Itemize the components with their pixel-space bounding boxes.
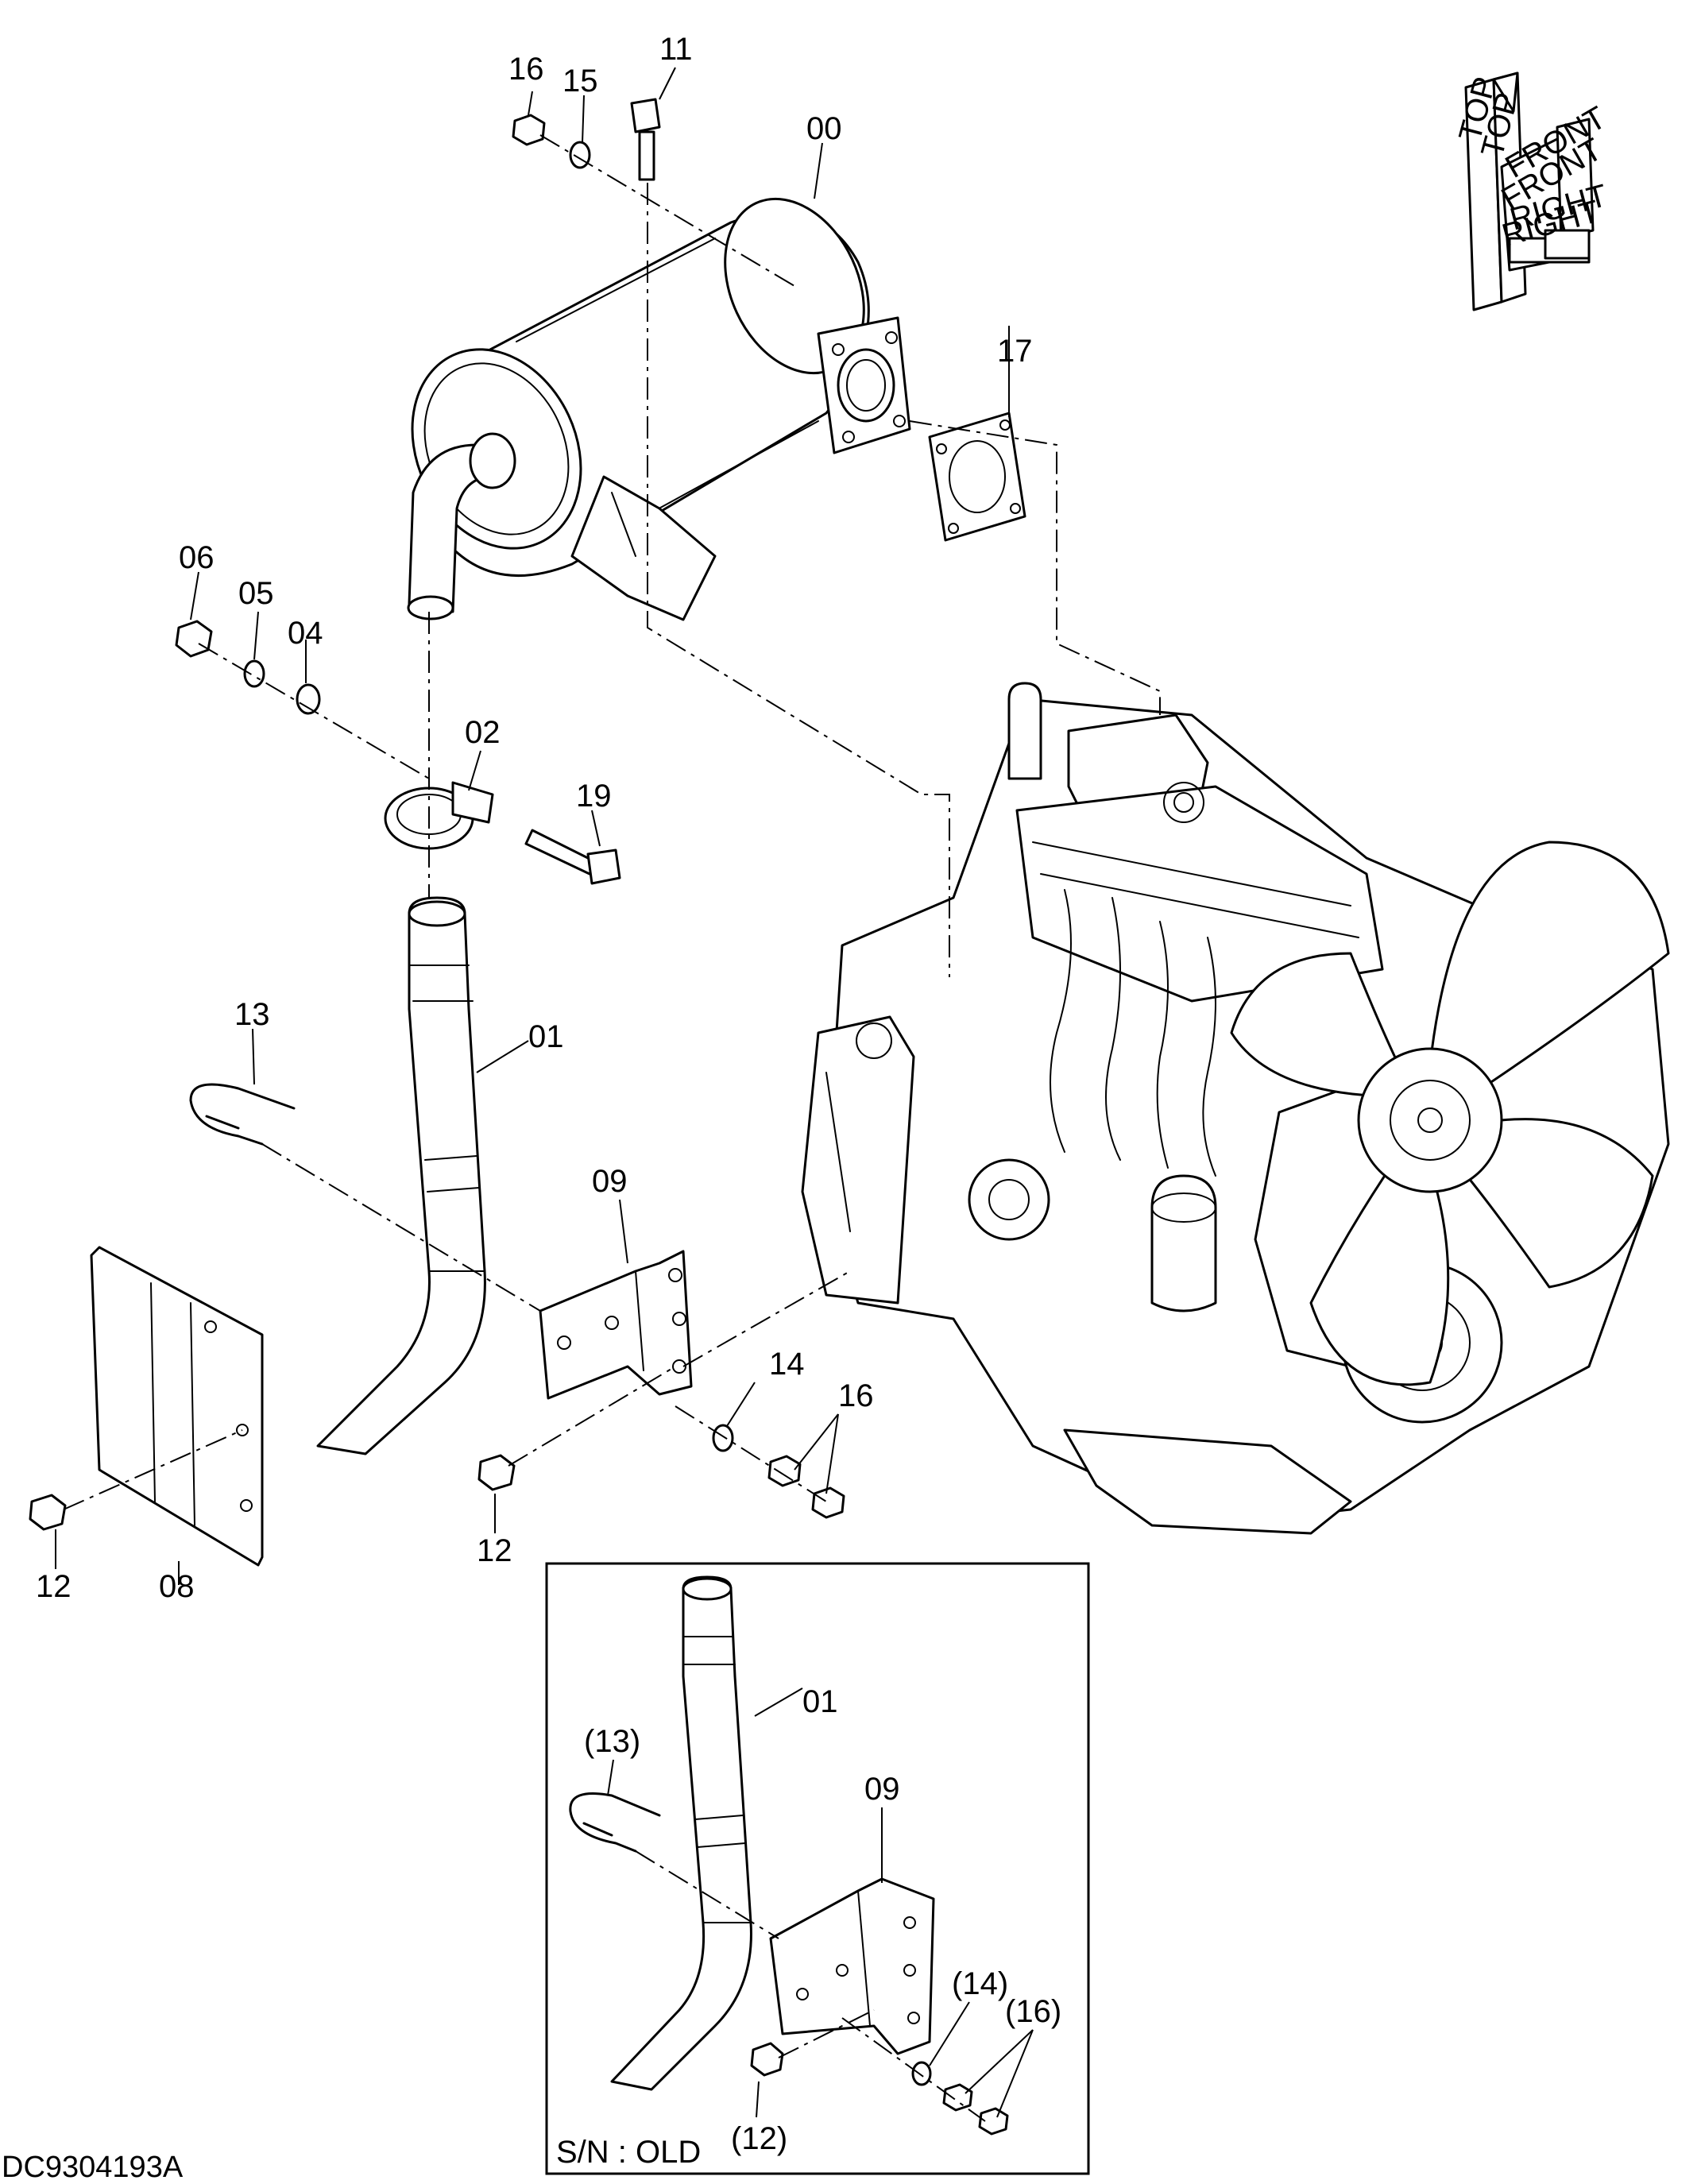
inset-callout-13: (13) bbox=[584, 1724, 640, 1759]
callout-12-main: 12 bbox=[477, 1533, 512, 1568]
bolt-19 bbox=[524, 829, 621, 885]
callout-00: 00 bbox=[806, 111, 842, 146]
centerline-nut-16-washer-15 bbox=[539, 134, 795, 287]
clamp-02 bbox=[384, 781, 494, 850]
nut-06 bbox=[175, 620, 213, 658]
centerline-nuts-04-06 bbox=[198, 643, 430, 779]
callout-08: 08 bbox=[159, 1569, 195, 1604]
muffler bbox=[407, 197, 911, 621]
drawing-id: DC9304193A bbox=[2, 2151, 184, 2184]
washer-14 bbox=[712, 1424, 734, 1452]
centerline-u-bolt bbox=[261, 1143, 541, 1312]
washer-15 bbox=[569, 141, 591, 169]
centerline-bracket bbox=[682, 1270, 851, 1367]
callout-04: 04 bbox=[288, 616, 323, 651]
bolt-12-left bbox=[29, 1494, 67, 1531]
callout-17: 17 bbox=[997, 334, 1033, 369]
callout-16-top: 16 bbox=[508, 52, 544, 87]
inset-old-serial: 01 (13) 09 (14) (16) (12) S/N : OLD bbox=[545, 1562, 1090, 2175]
inset-callout-14: (14) bbox=[952, 1966, 1008, 2001]
callout-06: 06 bbox=[179, 540, 215, 575]
washer-05 bbox=[243, 659, 265, 688]
inset-callout-12: (12) bbox=[731, 2121, 787, 2156]
nut-16-top bbox=[512, 114, 546, 146]
inset-callout-01: 01 bbox=[802, 1684, 838, 1719]
orientation-indicator: TOP TOP FRONT FRONT RIGHT RIGHT bbox=[1452, 72, 1612, 311]
callout-16-main: 16 bbox=[838, 1378, 874, 1413]
heat-shield-08 bbox=[90, 1246, 264, 1567]
u-bolt-13 bbox=[189, 1083, 296, 1146]
nut-16-a bbox=[767, 1455, 802, 1487]
callout-14: 14 bbox=[769, 1347, 805, 1382]
cooling-fan bbox=[1230, 841, 1670, 1386]
gasket bbox=[928, 412, 1026, 542]
callout-12-left: 12 bbox=[36, 1569, 72, 1604]
bracket-09 bbox=[539, 1250, 693, 1400]
exhaust-pipe-01 bbox=[316, 896, 486, 1455]
inset-callout-16: (16) bbox=[1005, 1994, 1061, 2029]
callout-05: 05 bbox=[238, 576, 274, 611]
callout-02: 02 bbox=[465, 715, 501, 750]
bolt-11 bbox=[630, 98, 661, 181]
centerline-gasket bbox=[909, 420, 1161, 715]
callout-11: 11 bbox=[659, 32, 693, 67]
washer-04 bbox=[296, 683, 321, 715]
bolt-12-main bbox=[477, 1454, 516, 1491]
centerline-nuts-14-16 bbox=[675, 1405, 827, 1502]
callout-15: 15 bbox=[562, 64, 598, 99]
callout-13: 13 bbox=[234, 997, 270, 1032]
centerline-bolt-12 bbox=[508, 1366, 676, 1467]
inset-note: S/N : OLD bbox=[556, 2135, 701, 2170]
callout-09: 09 bbox=[592, 1164, 628, 1199]
engine bbox=[801, 682, 1670, 1535]
callout-19: 19 bbox=[576, 779, 612, 814]
centerline-heat-shield bbox=[63, 1429, 243, 1510]
callout-01: 01 bbox=[528, 1019, 564, 1054]
inset-callout-09: 09 bbox=[864, 1772, 900, 1807]
nut-16-b bbox=[811, 1486, 845, 1519]
